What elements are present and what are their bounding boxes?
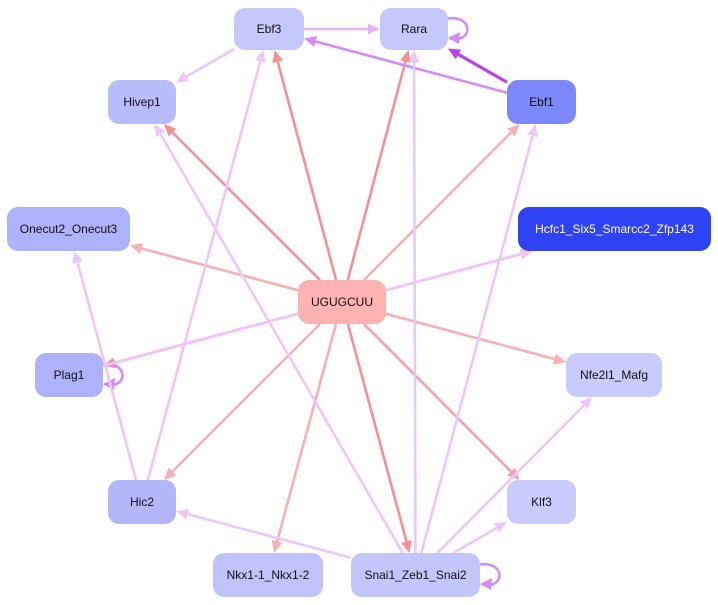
edge-center-to-hic2 bbox=[164, 323, 321, 480]
edge-line bbox=[276, 61, 338, 281]
arrowhead bbox=[272, 50, 284, 64]
arrowhead bbox=[507, 467, 520, 480]
edge-line bbox=[275, 323, 338, 542]
edge-snai1-to-klf3 bbox=[452, 521, 507, 555]
arrowhead bbox=[164, 124, 177, 137]
node-klf3[interactable]: Klf3 bbox=[507, 480, 576, 524]
arrowhead bbox=[304, 36, 318, 47]
edge-center-to-snai1 bbox=[346, 323, 412, 553]
arrowhead bbox=[480, 578, 492, 590]
edge-line bbox=[346, 323, 408, 542]
node-ebf1[interactable]: Ebf1 bbox=[507, 80, 576, 124]
node-snai1[interactable]: Snai1_Zeb1_Snai2 bbox=[351, 553, 480, 597]
edge-line bbox=[76, 262, 138, 481]
edge-line bbox=[420, 135, 534, 554]
edge-line bbox=[346, 61, 407, 281]
arrowhead bbox=[552, 353, 566, 365]
edge-rara-to-rara bbox=[445, 16, 469, 44]
node-hic2[interactable]: Hic2 bbox=[108, 480, 176, 524]
arrowhead bbox=[154, 124, 166, 138]
edge-hic2-to-onecut bbox=[72, 251, 138, 481]
edge-snai1-to-hic2 bbox=[176, 508, 352, 560]
arrowhead bbox=[400, 50, 411, 64]
edge-snai1-to-rara bbox=[408, 50, 420, 554]
arrowhead bbox=[579, 397, 593, 410]
node-center[interactable]: UGUGCUU bbox=[298, 280, 386, 324]
arrowhead bbox=[176, 508, 190, 520]
node-label: Plag1 bbox=[53, 368, 85, 382]
arrowhead bbox=[408, 50, 420, 63]
node-rara[interactable]: Rara bbox=[380, 8, 448, 50]
edge-center-to-ebf1 bbox=[363, 124, 520, 281]
arrowhead bbox=[527, 124, 538, 138]
node-label: Onecut2_Onecut3 bbox=[19, 222, 118, 236]
edge-center-to-onecut bbox=[130, 243, 299, 292]
edge-center-to-rara bbox=[346, 50, 411, 281]
arrowhead bbox=[368, 23, 380, 35]
node-label: UGUGCUU bbox=[311, 295, 373, 309]
arrowhead bbox=[448, 32, 460, 44]
node-label: Nkx1-1_Nkx1-2 bbox=[226, 568, 310, 582]
arrowhead bbox=[164, 467, 177, 480]
arrowhead bbox=[72, 251, 83, 265]
edge-center-to-ebf3 bbox=[272, 50, 338, 281]
edge-center-to-nkx bbox=[271, 323, 338, 553]
edge-line bbox=[457, 53, 508, 84]
edge-line bbox=[159, 133, 404, 554]
edge-line bbox=[146, 61, 262, 481]
edge-line bbox=[187, 512, 352, 560]
node-hivep1[interactable]: Hivep1 bbox=[108, 80, 176, 124]
arrowhead bbox=[254, 50, 266, 64]
node-label: Snai1_Zeb1_Snai2 bbox=[364, 568, 467, 582]
node-label: Hcfc1_Six5_Smarcc2_Zfp143 bbox=[535, 222, 694, 236]
arrowhead bbox=[271, 539, 283, 553]
edge-snai1-to-hivep1 bbox=[154, 124, 404, 554]
node-nkx[interactable]: Nkx1-1_Nkx1-2 bbox=[213, 553, 323, 597]
node-ebf3[interactable]: Ebf3 bbox=[234, 8, 304, 50]
edge-line bbox=[436, 404, 585, 554]
node-label: Ebf1 bbox=[529, 95, 554, 109]
node-label: Nfe2l1_Mafg bbox=[579, 368, 649, 382]
edge-line bbox=[363, 131, 513, 281]
arrowhead bbox=[507, 124, 520, 137]
edge-ebf1-to-rara bbox=[448, 48, 508, 84]
node-nfe2l1[interactable]: Nfe2l1_Mafg bbox=[566, 353, 662, 397]
node-plag1[interactable]: Plag1 bbox=[35, 353, 103, 397]
arrowhead bbox=[519, 248, 533, 260]
edge-center-to-klf3 bbox=[363, 323, 520, 480]
node-label: Klf3 bbox=[531, 495, 552, 509]
edge-ebf3-to-rara bbox=[304, 23, 380, 35]
arrowhead bbox=[176, 71, 190, 83]
arrowhead bbox=[448, 48, 462, 60]
edge-line bbox=[171, 131, 321, 281]
edge-hic2-to-ebf3 bbox=[146, 50, 266, 481]
edge-line bbox=[412, 61, 417, 554]
edge-snai1-to-ebf1 bbox=[420, 124, 538, 554]
node-label: Hic2 bbox=[129, 495, 154, 509]
edge-ebf1-to-ebf3 bbox=[304, 36, 508, 95]
edge-line bbox=[385, 312, 555, 361]
node-hcfc1[interactable]: Hcfc1_Six5_Smarcc2_Zfp143 bbox=[518, 207, 711, 251]
arrowhead bbox=[130, 243, 144, 254]
edge-line bbox=[185, 47, 235, 78]
node-label: Hivep1 bbox=[123, 95, 161, 109]
edge-line bbox=[363, 323, 513, 473]
edge-ebf3-to-hivep1 bbox=[176, 47, 235, 83]
node-onecut[interactable]: Onecut2_Onecut3 bbox=[7, 207, 130, 251]
arrowhead bbox=[401, 539, 412, 553]
edge-line bbox=[452, 526, 498, 555]
edge-line bbox=[141, 247, 299, 292]
edge-line bbox=[315, 40, 508, 95]
edge-line bbox=[171, 323, 321, 473]
arrowhead bbox=[493, 521, 507, 533]
edge-snai1-to-snai1 bbox=[477, 562, 501, 590]
node-label: Ebf3 bbox=[256, 22, 282, 36]
node-label: Rara bbox=[400, 22, 427, 36]
edge-center-to-hivep1 bbox=[164, 124, 321, 281]
edge-center-to-nfe2l1 bbox=[385, 312, 566, 365]
edge-snai1-to-nfe2l1 bbox=[436, 397, 593, 554]
